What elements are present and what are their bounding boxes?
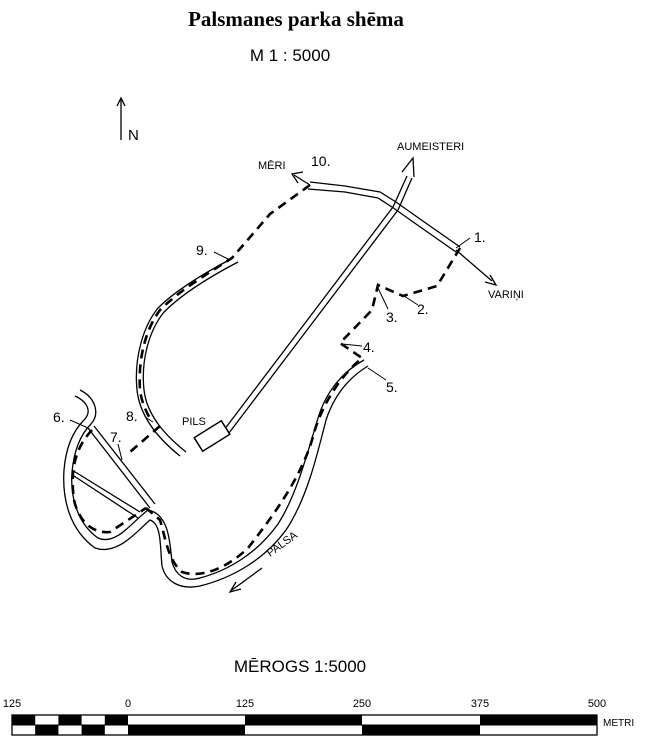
scale-tick-label: 125 xyxy=(3,698,21,710)
direction-varini: VARIŅI xyxy=(488,289,524,301)
scale-bar-segment xyxy=(12,715,36,725)
point-label-9: 9. xyxy=(196,242,208,258)
scale-bar-segment xyxy=(245,715,362,725)
north-label: N xyxy=(128,127,139,144)
scale-bar-segment xyxy=(35,725,59,735)
point-label-3: 3. xyxy=(386,309,398,325)
point-label-1: 1. xyxy=(474,229,486,245)
point-label-6: 6. xyxy=(53,409,65,425)
scale-unit: METRI xyxy=(603,718,634,729)
point-label-4: 4. xyxy=(363,339,375,355)
scale-bar-segment xyxy=(480,715,597,725)
scale-tick-label: 375 xyxy=(471,698,489,710)
north-arrow-icon xyxy=(116,96,126,140)
river-flow-arrow-icon xyxy=(228,567,263,594)
road-varini xyxy=(455,249,498,287)
map-title: Palsmanes parka shēma xyxy=(188,7,404,31)
point-label-8: 8. xyxy=(126,408,138,424)
arrow-meri-icon xyxy=(290,171,311,186)
scale-bar-segment xyxy=(104,715,128,725)
castle-building xyxy=(193,419,231,453)
river-palsa xyxy=(63,359,369,588)
direction-aumeisteri: AUMEISTERI xyxy=(397,141,464,153)
west-garden-lines xyxy=(71,425,156,519)
scale-bottom: MĒROGS 1:5000 xyxy=(234,657,366,676)
west-path xyxy=(135,257,239,457)
point-label-7: 7. xyxy=(110,429,122,445)
scale-bar-segment xyxy=(81,725,105,735)
avenue-road xyxy=(223,206,399,434)
castle-label: PILS xyxy=(182,416,206,428)
scale-bar-segment xyxy=(362,725,480,735)
scale-tick-label: 125 xyxy=(236,698,254,710)
scale-bar-segment xyxy=(58,715,82,725)
road-meri xyxy=(307,181,461,253)
scale-bar: 125 0 125 250 375 500 xyxy=(3,698,606,736)
scale-tick-label: 0 xyxy=(125,698,131,710)
point-label-5: 5. xyxy=(386,379,398,395)
scale-top: M 1 : 5000 xyxy=(250,46,330,65)
scale-tick-label: 250 xyxy=(353,698,371,710)
point-label-10: 10. xyxy=(311,153,330,169)
scale-tick-label: 500 xyxy=(588,698,606,710)
direction-meri: MĒRI xyxy=(258,160,286,172)
scale-bar-segment xyxy=(128,725,245,735)
west-loop-dashed xyxy=(71,429,147,534)
point-label-2: 2. xyxy=(417,301,429,317)
